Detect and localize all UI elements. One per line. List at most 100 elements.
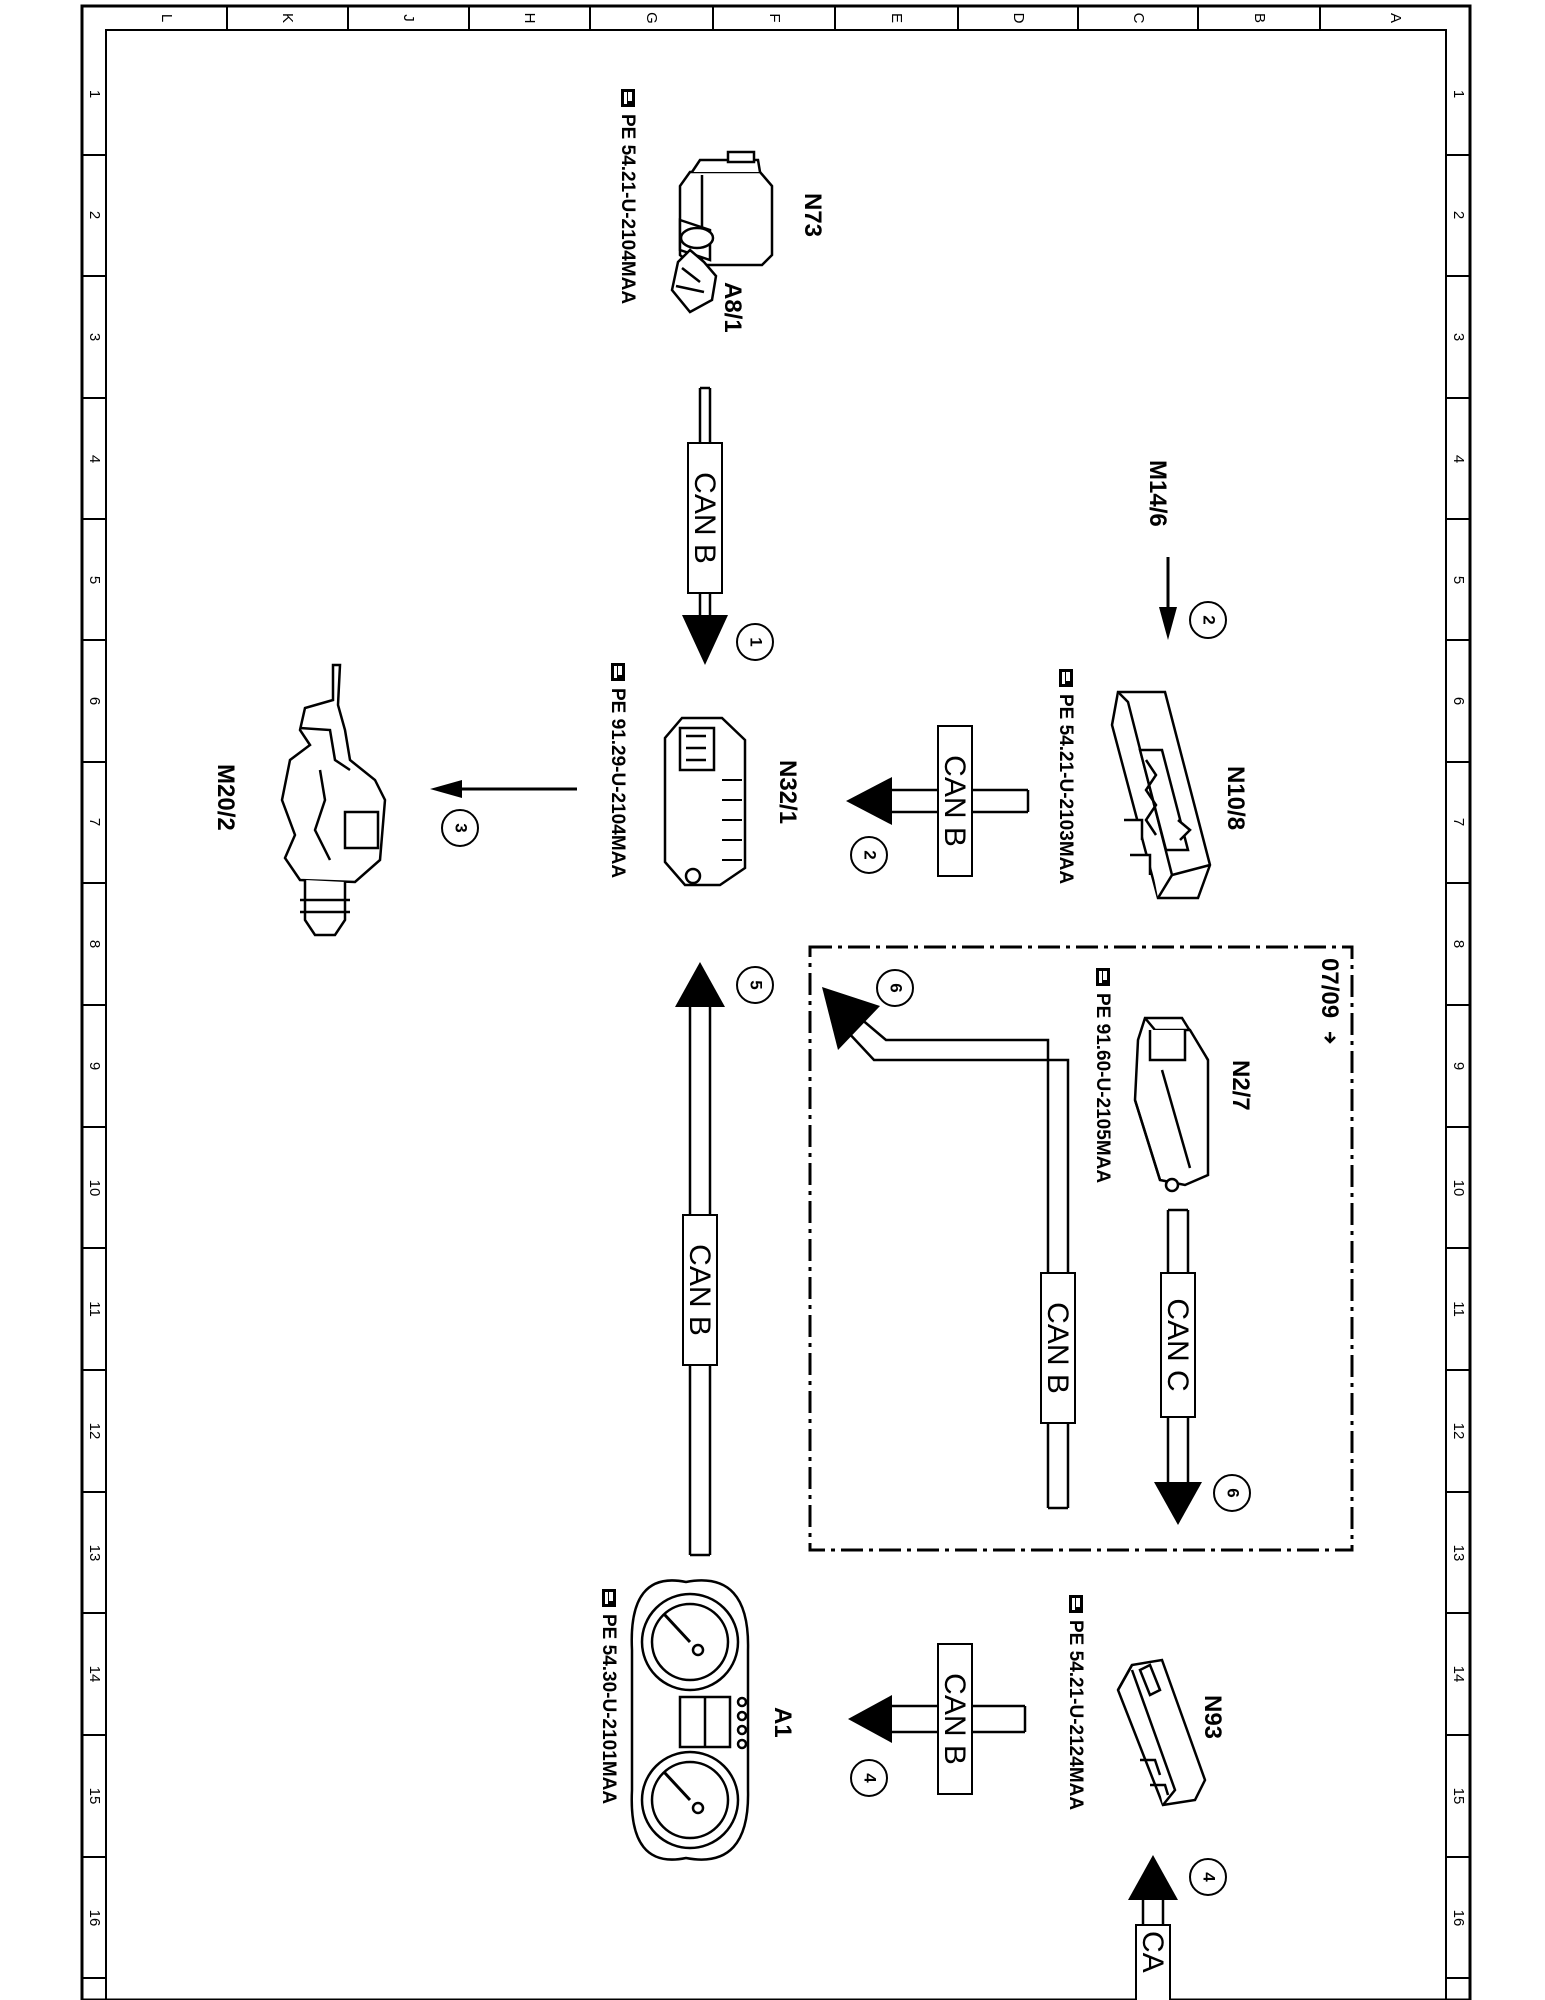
zone-letter: K <box>279 13 296 23</box>
step-number: 4 <box>861 1773 880 1783</box>
zone-number: 2 <box>1450 211 1467 219</box>
zone-number: 8 <box>1450 940 1467 948</box>
step-marker-1: 1 <box>736 623 774 661</box>
zone-number: 3 <box>1450 333 1467 341</box>
label-n93: N93 <box>1199 1695 1226 1739</box>
zone-number-column-right: 1 2 3 4 5 6 7 8 9 10 11 12 13 14 15 16 <box>1450 90 1467 1927</box>
zone-letter: E <box>888 13 905 23</box>
label-n32-1: N32/1 <box>774 760 801 824</box>
label-a8-1: A8/1 <box>719 282 746 333</box>
zone-number: 4 <box>86 455 103 463</box>
can-b-label: CAN B <box>938 1673 971 1765</box>
can-b-label: CAN B <box>683 1244 716 1336</box>
can-b-bus-n93-a1: CAN B <box>848 1643 1027 1795</box>
zone-number: 6 <box>1450 697 1467 705</box>
zone-letter: L <box>158 14 175 22</box>
reference-code: PE 54.21-U-2103MAA <box>1055 694 1076 884</box>
zone-number: 10 <box>86 1180 103 1197</box>
zone-number: 3 <box>86 333 103 341</box>
zone-number: 1 <box>86 90 103 98</box>
zone-letter: D <box>1010 13 1027 24</box>
zone-letter: J <box>400 14 417 22</box>
can-b-label: CAN B <box>1041 1302 1074 1394</box>
zone-number: 16 <box>86 1910 103 1927</box>
label-m14-6: M14/6 <box>1144 460 1171 527</box>
seat-control-module-icon <box>663 716 747 887</box>
step-marker-6: 6 <box>876 969 914 1007</box>
sam-module-icon <box>1110 690 1212 900</box>
zone-letter: C <box>1130 13 1147 24</box>
zone-letter-row: L K J H G F E D C B A <box>158 12 1404 24</box>
zone-letter: F <box>766 13 783 22</box>
label-a1: A1 <box>769 1707 796 1738</box>
central-gateway-icon <box>1116 1658 1207 1807</box>
zone-letter: B <box>1251 13 1268 23</box>
reference-code: PE 54.21-U-2124MAA <box>1065 1620 1086 1810</box>
restraint-control-unit-icon <box>1133 1016 1210 1193</box>
zone-number: 7 <box>1450 818 1467 826</box>
can-b-bus-a1-n32: CAN B <box>675 962 725 1557</box>
zone-letter: H <box>521 13 538 24</box>
zone-number: 14 <box>86 1666 103 1683</box>
hand-pointer-icon <box>1096 968 1110 986</box>
zone-number: 14 <box>1450 1666 1467 1683</box>
reference-code: PE 91.60-U-2105MAA <box>1092 993 1113 1183</box>
zone-number: 5 <box>1450 576 1467 584</box>
can-b-label: CAN B <box>688 472 721 564</box>
zone-number: 5 <box>86 576 103 584</box>
zone-number: 9 <box>86 1062 103 1070</box>
zone-letter: A <box>1387 13 1404 23</box>
reference-code: PE 91.29-U-2104MAA <box>607 688 628 878</box>
can-b-label: CAN B <box>938 755 971 847</box>
zone-number: 6 <box>86 697 103 705</box>
step-number: 5 <box>747 980 766 989</box>
zone-number: 12 <box>1450 1423 1467 1440</box>
ignition-switch-icon <box>670 150 774 314</box>
step-marker-6b: 6 <box>1213 1474 1251 1512</box>
zone-number: 4 <box>1450 455 1467 463</box>
can-c-label: CAN C <box>1161 1298 1194 1391</box>
m20-2-arrow <box>430 780 577 798</box>
zone-number: 9 <box>1450 1062 1467 1070</box>
step-number: 2 <box>861 850 880 859</box>
step-marker-4b: 4 <box>1189 1858 1227 1896</box>
steering-column-motor-icon <box>280 663 387 937</box>
zone-number: 2 <box>86 211 103 219</box>
zone-number: 15 <box>86 1788 103 1805</box>
step-marker-2: 2 <box>1189 601 1227 639</box>
can-b-bus-n73-n32: CAN B <box>682 386 728 665</box>
zone-number: 10 <box>1450 1180 1467 1197</box>
ref-n2-7: PE 91.60-U-2105MAA <box>1092 968 1113 1183</box>
m14-6-arrow <box>1159 557 1177 640</box>
can-c-bus: CAN C <box>1154 1208 1202 1525</box>
dashed-validity-box <box>808 945 1354 1552</box>
can-partial-label: CA <box>1136 1931 1169 1973</box>
can-partial-bus: CA <box>1128 1855 1178 2000</box>
zone-number: 13 <box>1450 1545 1467 1562</box>
zone-number: 12 <box>86 1423 103 1440</box>
zone-number: 1 <box>1450 90 1467 98</box>
zone-number-column-left: 1 2 3 4 5 6 7 8 9 10 11 12 13 14 15 16 <box>86 90 103 1927</box>
reference-code: PE 54.30-U-2101MAA <box>598 1614 619 1804</box>
zone-number: 11 <box>86 1301 103 1317</box>
ref-a1: PE 54.30-U-2101MAA <box>598 1589 619 1804</box>
zone-number: 16 <box>1450 1910 1467 1927</box>
instrument-cluster-icon <box>630 1579 750 1861</box>
step-marker-3: 3 <box>441 809 479 847</box>
step-number: 1 <box>747 637 766 646</box>
ref-n73: PE 54.21-U-2104MAA <box>617 89 638 304</box>
zone-number: 13 <box>86 1545 103 1562</box>
ref-n93: PE 54.21-U-2124MAA <box>1065 1595 1086 1810</box>
zone-number: 8 <box>86 940 103 948</box>
label-n2-7: N2/7 <box>1227 1060 1254 1111</box>
drawing-frame <box>80 4 1472 2000</box>
step-number: 6 <box>1224 1488 1243 1497</box>
hand-pointer-icon <box>602 1589 616 1607</box>
hand-pointer-icon <box>1069 1595 1083 1613</box>
label-n10-8: N10/8 <box>1222 766 1249 830</box>
zone-number: 11 <box>1450 1301 1467 1317</box>
step-number: 6 <box>887 983 906 992</box>
zone-letter: G <box>643 12 660 24</box>
step-number: 3 <box>452 823 471 832</box>
